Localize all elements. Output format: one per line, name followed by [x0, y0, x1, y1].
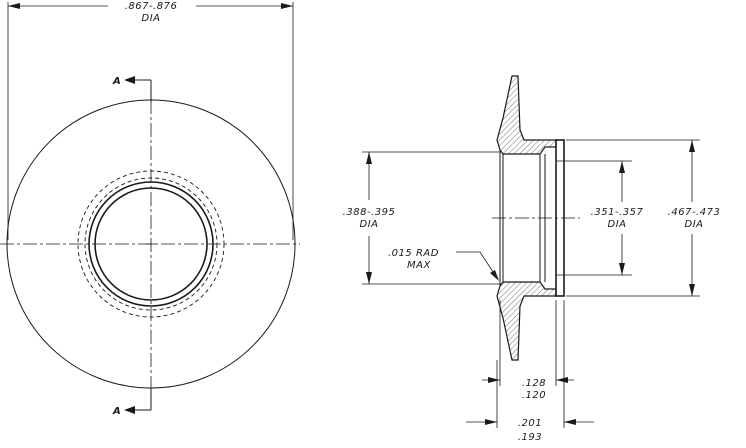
- fillet-radius-text: .015 RAD: [388, 248, 439, 259]
- inner-dia-value: .351-.357: [591, 207, 644, 218]
- overall-diameter-dimension: .867-.876 DIA: [7, 1, 294, 240]
- lower-flange-section: [496, 281, 557, 361]
- bore-dia-unit: DIA: [360, 219, 379, 230]
- outer-diameter-dimension: .467-.473 DIA: [566, 139, 721, 297]
- section-label-top: A: [112, 76, 121, 87]
- total-length-dimension: .201 .193: [466, 300, 594, 443]
- front-view: .867-.876 DIA A A: [0, 1, 300, 417]
- lip-length-lower: .120: [522, 390, 546, 401]
- section-view: .388-.395 DIA .351-.357 DIA .467-.473 DI…: [343, 75, 721, 443]
- outer-dia-unit: DIA: [685, 219, 704, 230]
- overall-dia-unit: DIA: [142, 13, 161, 24]
- section-label-bottom: A: [112, 406, 121, 417]
- fillet-max-text: MAX: [407, 260, 431, 271]
- inner-dia-unit: DIA: [608, 219, 627, 230]
- inner-diameter-dimension: .351-.357 DIA: [556, 160, 644, 276]
- lip-length-dimension: .128 .120: [482, 300, 574, 401]
- total-length-upper: .201: [518, 418, 542, 429]
- lip-length-upper: .128: [522, 378, 546, 389]
- section-marker-top: A: [112, 76, 152, 102]
- bore-dia-value: .388-.395: [343, 207, 396, 218]
- fillet-callout: .015 RAD MAX: [388, 248, 499, 281]
- upper-flange-section: [496, 75, 557, 155]
- total-length-lower: .193: [518, 432, 542, 443]
- bore-diameter-dimension: .388-.395 DIA: [343, 151, 500, 285]
- outer-dia-value: .467-.473: [668, 207, 721, 218]
- overall-dia-value: .867-.876: [125, 1, 178, 12]
- section-marker-bottom: A: [112, 388, 152, 417]
